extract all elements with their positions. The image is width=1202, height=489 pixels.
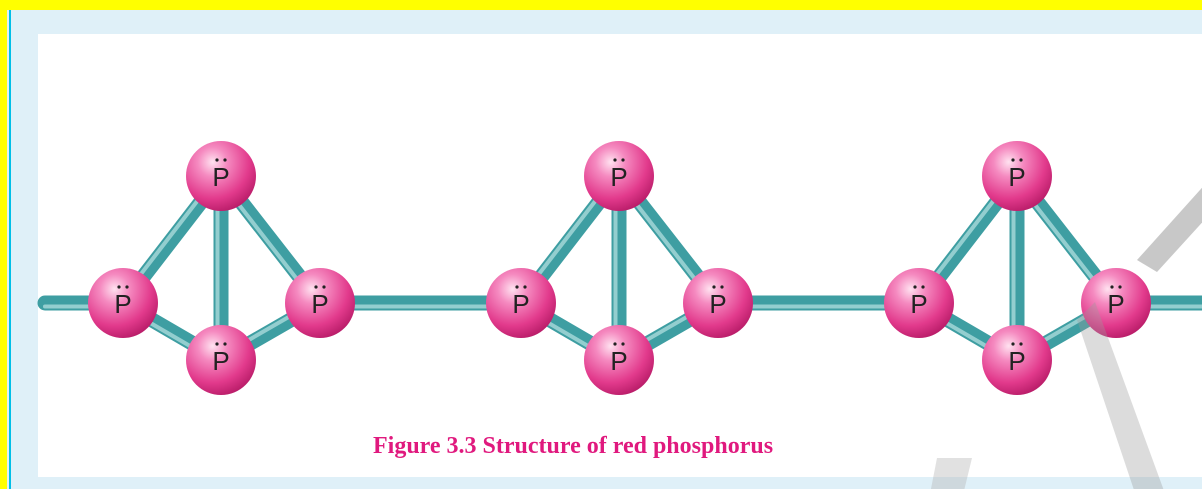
lone-pair-dot (1019, 342, 1023, 346)
tetrahedron-3-atom-right: P (1081, 268, 1151, 338)
phosphorus-atom-sphere (982, 141, 1052, 211)
phosphorus-atom-sphere (186, 141, 256, 211)
tetrahedron-1-atom-left: P (88, 268, 158, 338)
tetrahedron-3-atom-top: P (982, 141, 1052, 211)
tetrahedron-1-atom-right: P (285, 268, 355, 338)
lone-pair-dot (223, 158, 227, 162)
lone-pair-dot (1011, 342, 1015, 346)
lone-pair-dot (223, 342, 227, 346)
phosphorus-atom-sphere (1081, 268, 1151, 338)
phosphorus-atom-sphere (884, 268, 954, 338)
lone-pair-dot (523, 285, 527, 289)
atom-label: P (610, 162, 627, 192)
tetrahedron-1-atom-top: P (186, 141, 256, 211)
lone-pair-dot (621, 342, 625, 346)
lone-pair-dot (117, 285, 121, 289)
atom-label: P (212, 162, 229, 192)
tetrahedron-2-atom-top: P (584, 141, 654, 211)
lone-pair-dot (314, 285, 318, 289)
lone-pair-dot (322, 285, 326, 289)
atom-layer: P P P P P P P P P P P P (88, 141, 1151, 395)
atom-label: P (1008, 162, 1025, 192)
tetrahedron-2-atom-left: P (486, 268, 556, 338)
atom-label: P (114, 289, 131, 319)
atom-label: P (1107, 289, 1124, 319)
atom-label: P (212, 346, 229, 376)
tetrahedron-1-atom-bottom: P (186, 325, 256, 395)
atom-label: P (610, 346, 627, 376)
lone-pair-dot (1019, 158, 1023, 162)
lone-pair-dot (913, 285, 917, 289)
lone-pair-dot (215, 342, 219, 346)
atom-label: P (1008, 346, 1025, 376)
phosphorus-atom-sphere (584, 141, 654, 211)
atom-label: P (311, 289, 328, 319)
tetrahedron-2-atom-bottom: P (584, 325, 654, 395)
tetrahedron-2-atom-right: P (683, 268, 753, 338)
lone-pair-dot (125, 285, 129, 289)
lone-pair-dot (613, 342, 617, 346)
lone-pair-dot (621, 158, 625, 162)
lone-pair-dot (1118, 285, 1122, 289)
lone-pair-dot (720, 285, 724, 289)
watermark (930, 187, 1202, 489)
phosphorus-atom-sphere (584, 325, 654, 395)
tetrahedron-3-atom-bottom: P (982, 325, 1052, 395)
phosphorus-atom-sphere (982, 325, 1052, 395)
phosphorus-atom-sphere (486, 268, 556, 338)
red-phosphorus-structure-diagram: P P P P P P P P P P P P (37, 141, 1202, 489)
figure-caption: Figure 3.3 Structure of red phosphorus (373, 433, 774, 459)
atom-label: P (512, 289, 529, 319)
atom-label: P (709, 289, 726, 319)
phosphorus-atom-sphere (683, 268, 753, 338)
lone-pair-dot (921, 285, 925, 289)
phosphorus-atom-sphere (88, 268, 158, 338)
lone-pair-dot (515, 285, 519, 289)
lone-pair-dot (712, 285, 716, 289)
lone-pair-dot (613, 158, 617, 162)
tetrahedron-3-atom-left: P (884, 268, 954, 338)
phosphorus-atom-sphere (285, 268, 355, 338)
atom-label: P (910, 289, 927, 319)
lone-pair-dot (215, 158, 219, 162)
phosphorus-atom-sphere (186, 325, 256, 395)
lone-pair-dot (1011, 158, 1015, 162)
lone-pair-dot (1110, 285, 1114, 289)
